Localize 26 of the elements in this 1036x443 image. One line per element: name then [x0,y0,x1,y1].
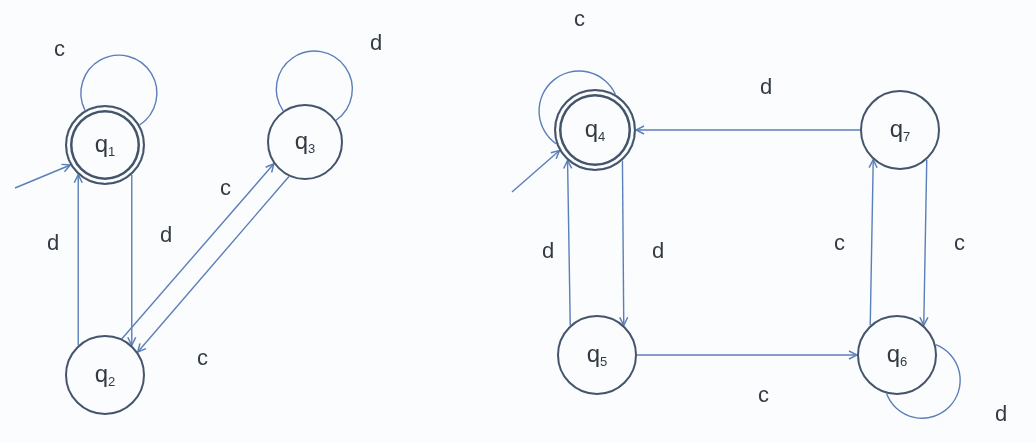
transition-arrow [511,149,561,193]
state-circle [857,315,937,395]
transition-arrow [14,163,72,189]
transition-arrow [562,159,573,326]
state-name: q$_{7}$ [889,117,911,143]
transition-arrow [919,159,929,326]
state-name: q$_{3}$ [294,129,316,155]
state-name: q$_{1}$ [94,132,116,158]
double-circle [65,105,145,185]
state-circle [557,315,637,395]
transition-arrow [636,350,858,360]
state-name: q$_{5}$ [586,342,608,368]
transition-arrow [868,159,878,326]
transition-arrow [635,125,861,135]
transition-arrow [618,159,629,326]
state-name: q$_{2}$ [94,362,116,388]
transition-arrow [137,175,290,353]
state-circle [860,90,940,170]
transition-arrow [127,174,137,346]
state-circle [65,335,145,415]
transition-arrow [121,163,275,340]
state-circle [267,104,343,180]
state-name: q$_{4}$ [584,117,606,143]
state-name: q$_{6}$ [886,342,908,368]
double-circle [554,89,636,171]
transition-arrow [73,174,83,346]
